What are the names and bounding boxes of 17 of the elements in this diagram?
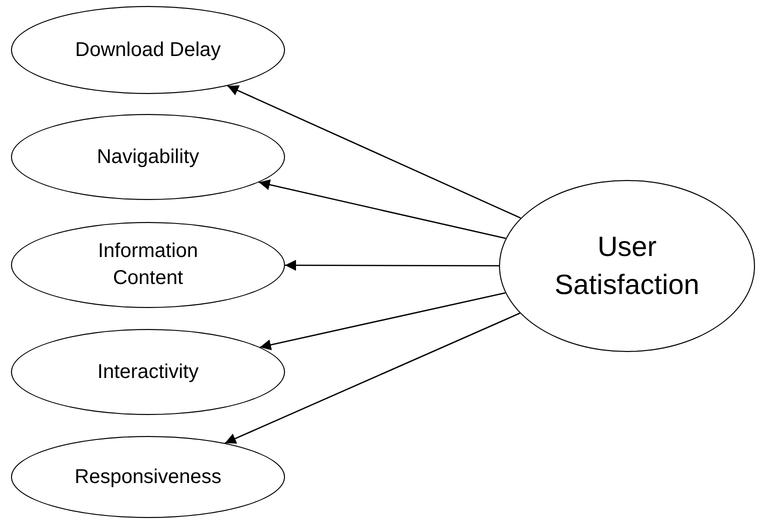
- node-label: Interactivity: [97, 360, 199, 384]
- node-label: Responsiveness: [74, 464, 222, 490]
- node-label: User Satisfaction: [554, 230, 700, 302]
- arrow: [227, 85, 521, 219]
- ellipse-node: [499, 180, 755, 352]
- ellipse-node: [11, 436, 285, 518]
- arrow: [285, 260, 499, 271]
- arrow: [258, 179, 506, 240]
- ellipse-node: [11, 6, 285, 94]
- arrow: [224, 312, 520, 444]
- ellipse-node: [11, 222, 285, 308]
- node-label: Download Delay: [75, 38, 221, 62]
- ellipse-node: [11, 329, 285, 415]
- ellipse-node: [11, 114, 285, 200]
- node-label: Information Content: [96, 239, 200, 291]
- arrow: [260, 292, 506, 350]
- node-label: Navigability: [96, 144, 200, 170]
